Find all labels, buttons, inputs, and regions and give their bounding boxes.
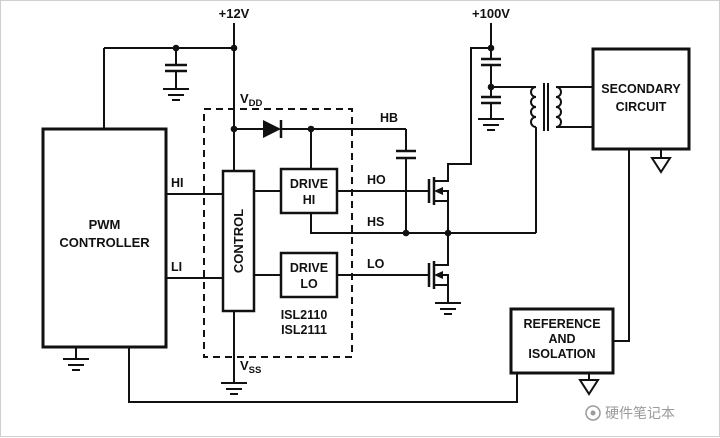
wire-feedback-to-pwm <box>128 347 518 403</box>
secondary-circuit-line2: CIRCUIT <box>616 100 667 114</box>
supply-100v: +100V <box>472 6 536 131</box>
bus-capacitor-upper <box>481 57 501 97</box>
bus-capacitor-lower <box>481 95 501 119</box>
pwm-controller: PWM CONTROLLER HI LI <box>41 127 223 371</box>
watermark-icon-dot <box>590 410 596 416</box>
pin-hs-label: HS <box>367 215 384 229</box>
pwm-controller-box <box>41 127 168 349</box>
high-side-mosfet <box>427 47 491 233</box>
capacitor-plates <box>481 95 501 105</box>
drive-lo-line1: DRIVE <box>290 261 328 275</box>
drive-hi-line1: DRIVE <box>290 177 328 191</box>
reference-isolation-box <box>509 307 615 375</box>
wire-source-to-ground <box>434 284 449 303</box>
secondary-circuit: SECONDARY CIRCUIT <box>591 47 691 342</box>
watermark-icon <box>585 405 601 421</box>
reference-line1: REFERENCE <box>523 317 600 331</box>
junction-dot <box>487 83 495 91</box>
drive-hi-line2: HI <box>303 193 316 207</box>
mosfet-body-lead <box>443 274 449 285</box>
junction-dot <box>444 229 452 237</box>
junction-dot <box>487 44 495 52</box>
wire-secondary-to-reference <box>613 149 630 342</box>
mosfet-body-arrow <box>434 271 443 279</box>
ground-symbol-pwm <box>63 358 89 371</box>
vdd-label: VDD <box>240 91 263 109</box>
drive-hi-box <box>279 167 339 215</box>
junction-dot <box>172 44 180 52</box>
pin-lo-label: LO <box>367 257 385 271</box>
ground-symbol-vss <box>221 382 247 395</box>
watermark-text: 硬件笔记本 <box>605 405 675 421</box>
wire-drain-to-100v <box>434 47 491 182</box>
driver-ic-boundary <box>203 108 353 358</box>
transformer-secondary-winding <box>555 86 562 128</box>
reference-line3: ISOLATION <box>528 347 595 361</box>
pwm-pin-li-label: LI <box>171 260 182 274</box>
watermark-icon-ring <box>585 405 601 421</box>
wire-hs-switch-node <box>310 213 536 234</box>
supply-100v-label: +100V <box>472 6 510 21</box>
earth-ground-symbol-reference <box>578 379 600 396</box>
earth-ground-symbol-secondary <box>650 157 672 174</box>
junction-dot <box>230 44 238 52</box>
pwm-title-line1: PWM <box>89 217 121 232</box>
ground-symbol-lowside <box>435 302 461 315</box>
wire-drain-to-node <box>434 233 449 266</box>
wire-source-to-node <box>434 200 449 233</box>
ground-symbol-100v <box>478 118 504 131</box>
junction-dot <box>402 229 410 237</box>
pwm-pin-hi-label: HI <box>171 176 184 190</box>
pin-ho-label: HO <box>367 173 386 187</box>
pin-hb-label: HB <box>380 111 398 125</box>
capacitor-plates <box>165 63 187 73</box>
part-number-line1: ISL2110 <box>281 308 328 322</box>
transformer <box>530 83 593 233</box>
low-side-mosfet <box>427 233 461 315</box>
diode-triangle <box>263 120 281 138</box>
drive-lo-line2: LO <box>300 277 318 291</box>
supply-12v: +12V <box>103 6 250 171</box>
supply-12v-label: +12V <box>219 6 250 21</box>
junction-dot <box>307 125 315 133</box>
decoupling-capacitor-12v <box>165 48 187 89</box>
capacitor-plates <box>396 149 416 160</box>
part-number-line2: ISL2111 <box>281 323 327 337</box>
transformer-primary-winding <box>530 86 537 128</box>
pwm-title-line2: CONTROLLER <box>59 235 150 250</box>
bootstrap-diode <box>234 120 283 138</box>
secondary-circuit-box <box>591 47 691 151</box>
control-box <box>221 169 256 313</box>
watermark: 硬件笔记本 <box>585 405 675 421</box>
bootstrap-capacitor <box>396 129 416 233</box>
control-label: CONTROL <box>231 209 246 273</box>
secondary-circuit-line1: SECONDARY <box>601 82 681 96</box>
vss-label: VSS <box>240 358 261 376</box>
drive-lo-box <box>279 251 339 299</box>
driver-ic: VDD VSS CONTROL DRIVE HI DRIVE LO ISL211… <box>203 91 536 395</box>
transformer-core <box>543 83 549 131</box>
ground-symbol-12v <box>163 88 189 101</box>
capacitor-plates <box>481 57 501 67</box>
mosfet-body-lead <box>443 190 449 201</box>
mosfet-body-arrow <box>434 187 443 195</box>
junction-dots <box>172 44 495 237</box>
junction-dot <box>230 125 238 133</box>
reference-isolation: REFERENCE AND ISOLATION <box>128 307 615 403</box>
reference-line2: AND <box>548 332 575 346</box>
